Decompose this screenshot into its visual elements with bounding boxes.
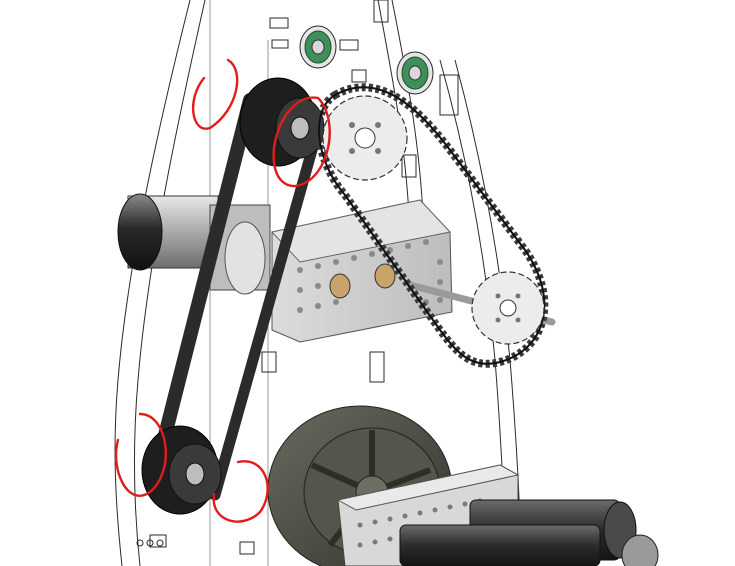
markup-circle-top-pulley xyxy=(272,96,331,188)
roller-chain[interactable] xyxy=(315,83,549,368)
markup-circles xyxy=(114,58,331,523)
markup-circle-top-left xyxy=(191,58,239,130)
bearing-top-left[interactable] xyxy=(299,25,337,69)
small-sprocket[interactable] xyxy=(471,271,545,345)
markup-circle-bottom-left xyxy=(114,412,167,497)
top-pulley[interactable] xyxy=(239,77,325,167)
motor[interactable] xyxy=(117,193,271,295)
markup-circle-bottom-pulley xyxy=(212,460,269,523)
lower-motors[interactable] xyxy=(399,499,659,566)
timing-belt[interactable] xyxy=(153,93,318,501)
wheel[interactable] xyxy=(267,405,453,566)
gearbox-housing[interactable] xyxy=(271,199,453,343)
bottom-pulley[interactable] xyxy=(141,425,222,515)
bearing-top-right[interactable] xyxy=(396,51,434,95)
large-sprocket[interactable] xyxy=(322,95,408,181)
